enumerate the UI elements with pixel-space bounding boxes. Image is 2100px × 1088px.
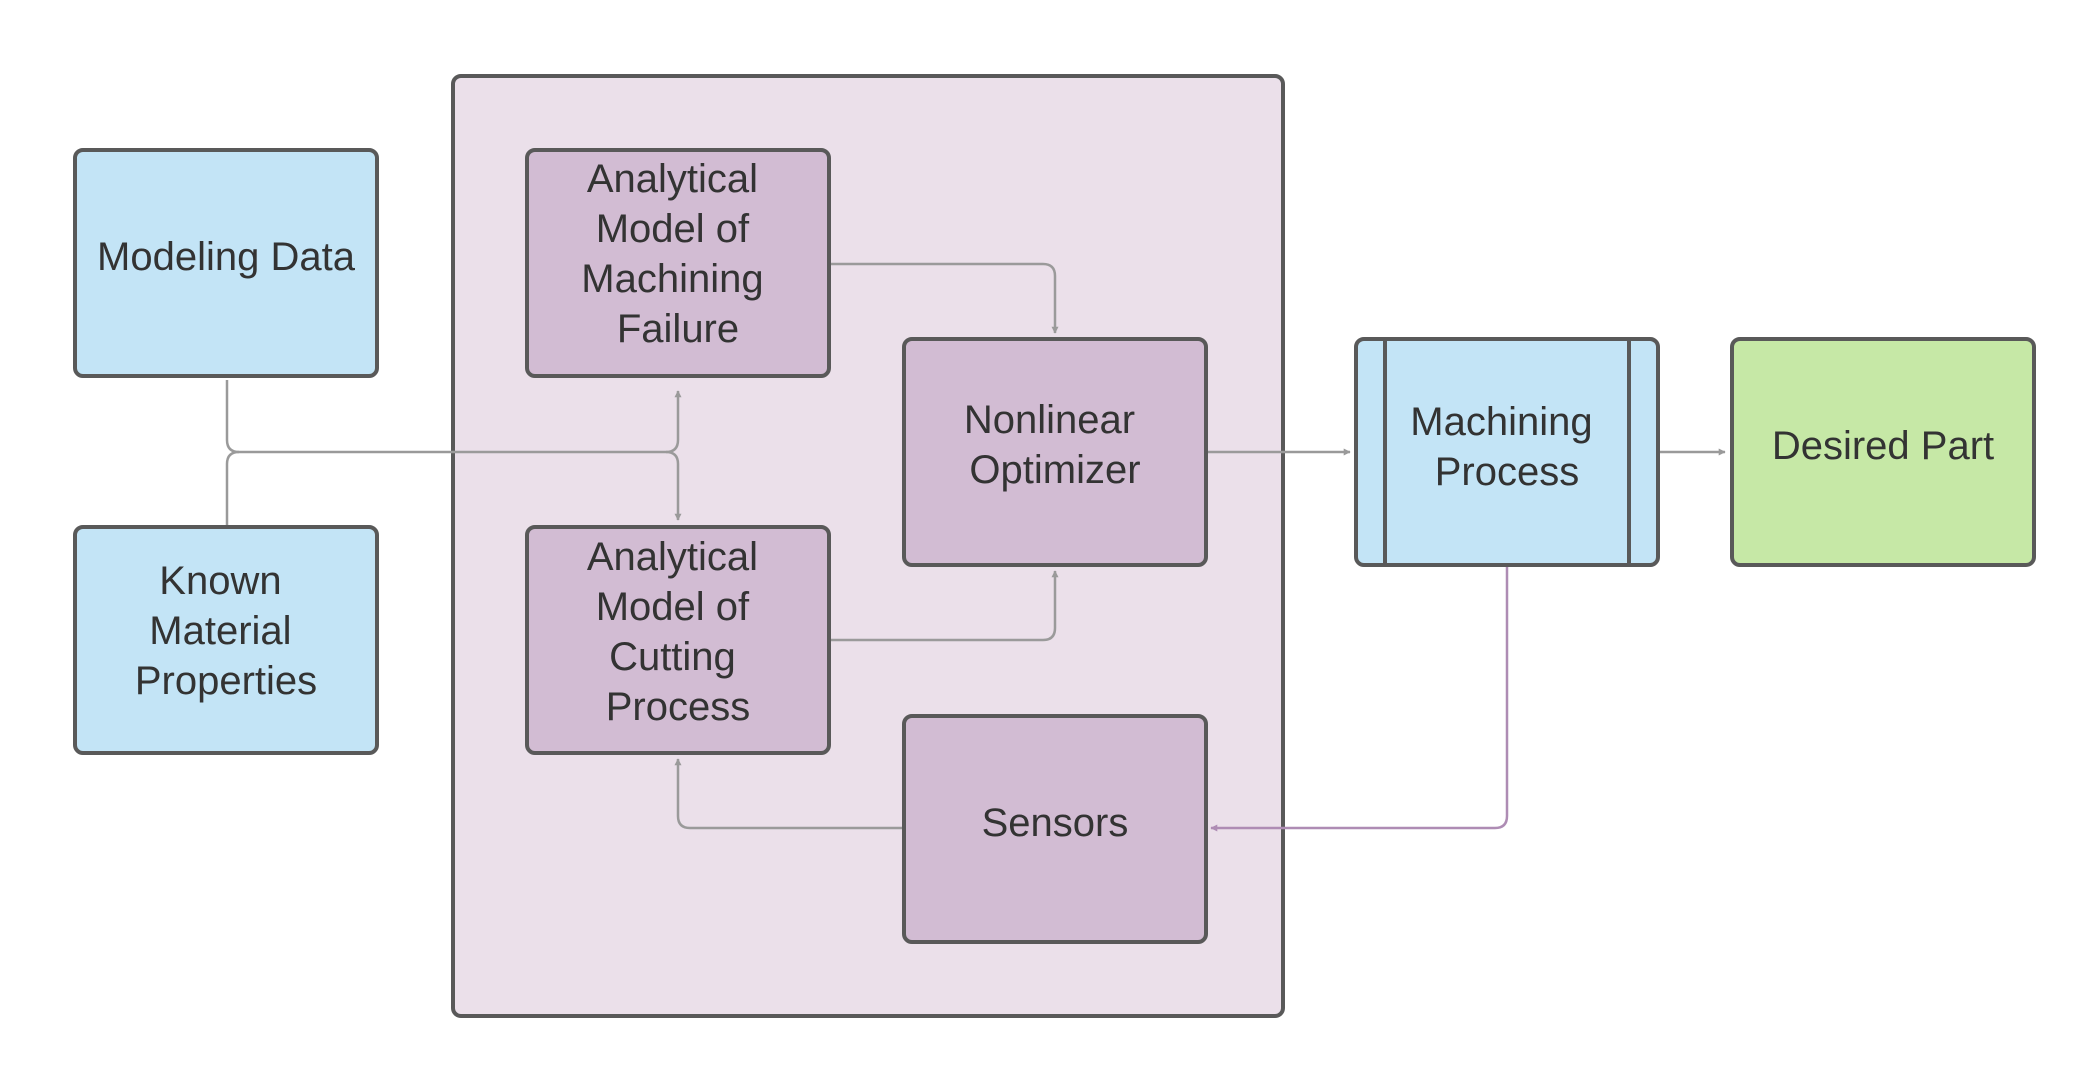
cutting-process-model-node: Analytical Model of Cutting Process — [525, 525, 831, 755]
known-material-properties-label: Known Material Properties — [135, 559, 317, 703]
machining-failure-model-node: Analytical Model of Machining Failure — [525, 148, 831, 378]
nonlinear-optimizer-label: Nonlinear Optimizer — [964, 398, 1146, 492]
sensors-node: Sensors — [902, 714, 1208, 944]
modeling-data-label: Modeling Data — [97, 235, 356, 279]
desired-part-node: Desired Part — [1730, 337, 2036, 567]
machining-process-node: Machining Process — [1354, 337, 1660, 567]
connector-machining-failure-to-optimizer — [831, 262, 1059, 334]
modeling-data-node: Modeling Data — [73, 148, 379, 378]
known-material-properties-node: Known Material Properties — [73, 525, 379, 755]
connector-machining-process-to-sensors — [1210, 566, 1509, 832]
machining-process-label: Machining Process — [1410, 400, 1603, 494]
sensors-label: Sensors — [982, 801, 1129, 845]
connector-material-properties-to-bus — [225, 450, 240, 525]
connector-cutting-process-to-optimizer — [831, 570, 1059, 642]
machining-failure-model-label: Analytical Model of Machining Failure — [581, 157, 774, 351]
cutting-process-model-label: Analytical Model of Cutting Process — [587, 535, 769, 729]
connector-sensors-to-cutting-process — [674, 758, 904, 830]
connectors — [225, 262, 1726, 832]
connector-bus-to-cutting-process — [665, 450, 682, 521]
nonlinear-optimizer-node: Nonlinear Optimizer — [902, 337, 1208, 567]
desired-part-label: Desired Part — [1772, 424, 1994, 468]
